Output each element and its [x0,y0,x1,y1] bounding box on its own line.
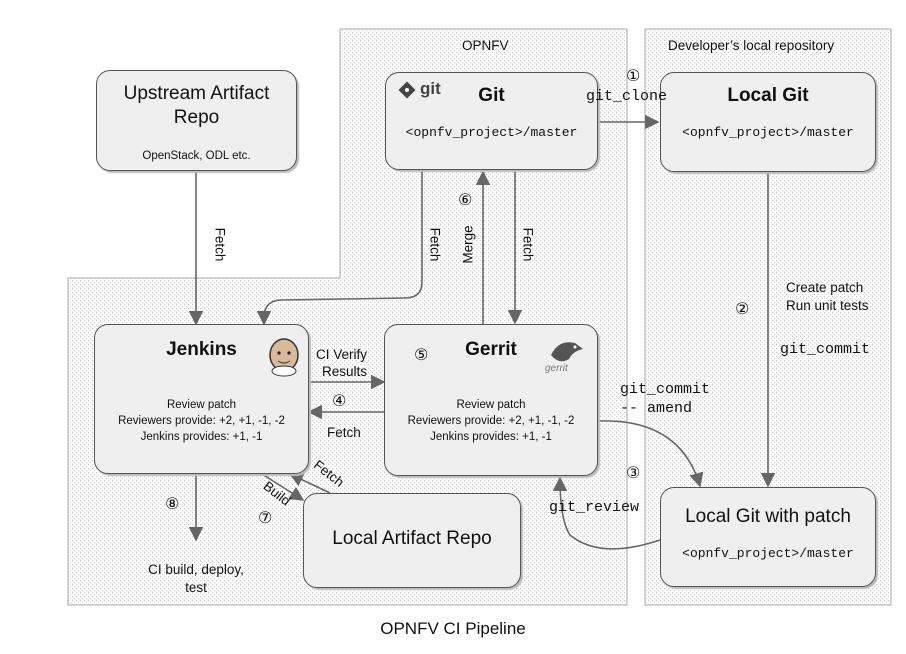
step-4: ④ [332,393,347,410]
label-fetch-gerrit-jenkins: Fetch [327,425,361,440]
label-fetch-git-gerrit: Fetch [520,227,536,262]
jenkins-logo-icon [267,337,301,377]
step-5: ⑤ [414,347,429,364]
jenkins-line2: Reviewers provide: +2, +1, -1, -2 [118,415,285,427]
label-git-commit-amend-2: -- amend [620,400,693,417]
local-git-box: Local Git <opnfv_project>/master [660,72,876,172]
edge-fetch-git-jenkins [256,170,423,326]
jenkins-line1: Review patch [166,399,237,411]
git-logo-text: git [420,79,441,98]
label-git-review: git_review [549,499,640,516]
local-git-branch: <opnfv_project>/master [682,125,854,140]
upstream-title-line2: Repo [173,107,220,128]
local-git-patch-title: Local Git with patch [685,506,851,527]
label-merge: Merge [460,225,476,264]
opnfv-region-label: OPNFV [462,38,509,53]
jenkins-box: Jenkins Review patch Reviewers provide: … [94,324,309,474]
label-ci-build-line2: test [185,580,207,595]
upstream-title-line1: Upstream Artifact [123,83,270,104]
local-git-patch-box: Local Git with patch <opnfv_project>/mas… [660,487,876,587]
gerrit-title: Gerrit [465,339,517,360]
git-logo-icon [398,81,416,99]
label-results: Results [322,364,368,379]
developer-region-label: Developer’s local repository [668,38,835,53]
step-8: ⑧ [165,496,180,513]
label-ci-verify: CI Verify [316,347,368,362]
edge-git-commit-amend [597,420,704,488]
jenkins-title: Jenkins [166,339,237,360]
local-git-title: Local Git [727,85,809,106]
label-git-clone: git_clone [586,88,668,105]
upstream-artifact-repo-box: Upstream Artifact Repo OpenStack, ODL et… [96,70,297,171]
git-title: Git [478,85,505,106]
git-branch: <opnfv_project>/master [405,125,578,140]
jenkins-line3: Jenkins provides: +1, -1 [140,431,263,443]
diagram-caption: OPNFV CI Pipeline [380,619,526,638]
local-git-patch-branch: <opnfv_project>/master [682,546,854,561]
label-git-commit: git_commit [780,341,871,358]
edge-fetch-artifact [288,473,331,494]
local-artifact-repo-box: Local Artifact Repo [303,493,521,588]
gerrit-box: Gerrit gerrit Review patch Reviewers pro… [384,324,598,476]
label-create-patch: Create patch [786,280,864,295]
step-1: ① [626,68,641,85]
gerrit-line2: Reviewers provide: +2, +1, -1, -2 [407,415,575,427]
edge-build [261,473,305,501]
edge-git-review [552,476,661,550]
local-artifact-title: Local Artifact Repo [332,528,492,549]
git-box: git Git <opnfv_project>/master [385,72,598,170]
step-7: ⑦ [258,510,273,527]
upstream-subtitle: OpenStack, ODL etc. [142,150,251,162]
gerrit-line3: Jenkins provides: +1, -1 [430,431,552,443]
step-6: ⑥ [458,192,473,209]
gerrit-logo-text: gerrit [545,363,568,374]
step-2: ② [735,301,750,318]
label-git-commit-amend-1: git_commit [620,381,711,398]
label-fetch-upstream: Fetch [212,227,228,262]
label-run-unit-tests: Run unit tests [786,298,869,313]
step-3: ③ [626,465,641,482]
label-fetch-git-jenkins: Fetch [427,227,443,262]
label-ci-build-line1: CI build, deploy, [148,562,244,577]
gerrit-line1: Review patch [456,399,526,411]
gerrit-logo-icon [545,335,587,373]
